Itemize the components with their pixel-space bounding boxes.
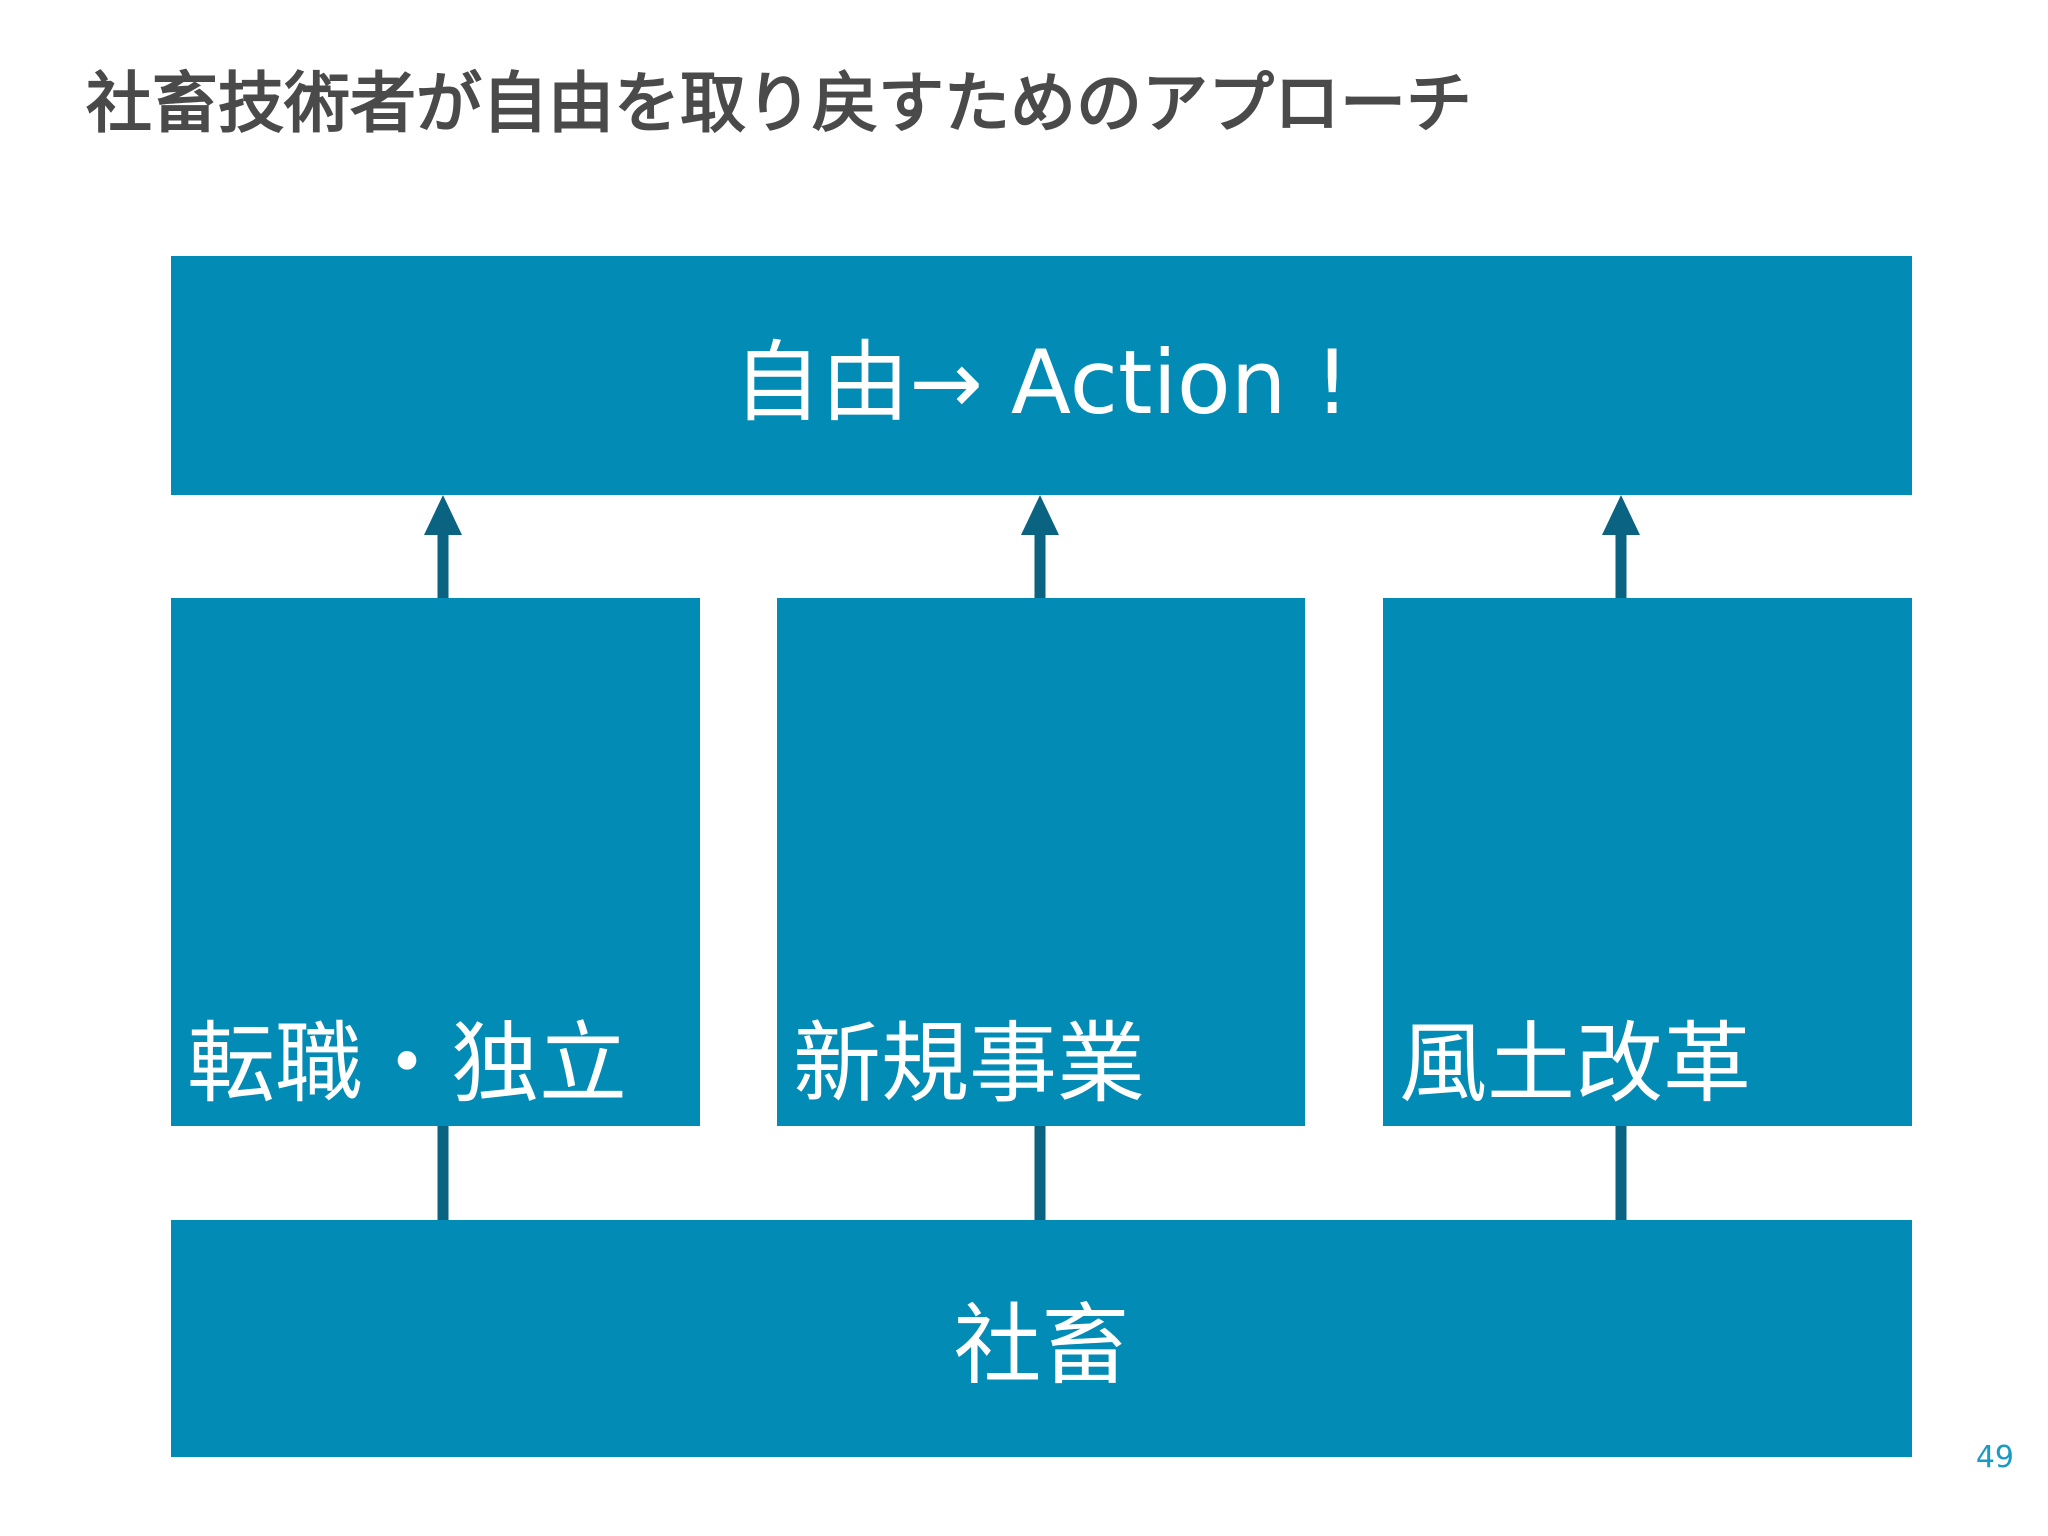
career-change-box: 転職・独立 xyxy=(171,598,700,1126)
arrow-head-icon xyxy=(424,495,462,535)
freedom-action-label: 自由→ Action ! xyxy=(733,331,1350,434)
corporate-slave-label: 社畜 xyxy=(953,1294,1130,1397)
new-business-label: 新規事業 xyxy=(793,1012,1146,1115)
culture-reform-box: 風土改革 xyxy=(1383,598,1912,1126)
career-change-label: 転職・独立 xyxy=(187,1012,628,1115)
culture-reform-label: 風土改革 xyxy=(1399,1012,1752,1115)
arrow-head-icon xyxy=(1021,495,1059,535)
arrow-head-icon xyxy=(1602,495,1640,535)
page-number: 49 xyxy=(1975,1440,2014,1475)
new-business-box: 新規事業 xyxy=(777,598,1305,1126)
slide-title: 社畜技術者が自由を取り戻すためのアプローチ xyxy=(86,65,1472,142)
freedom-action-box: 自由→ Action ! xyxy=(171,256,1912,495)
corporate-slave-box: 社畜 xyxy=(171,1220,1912,1457)
